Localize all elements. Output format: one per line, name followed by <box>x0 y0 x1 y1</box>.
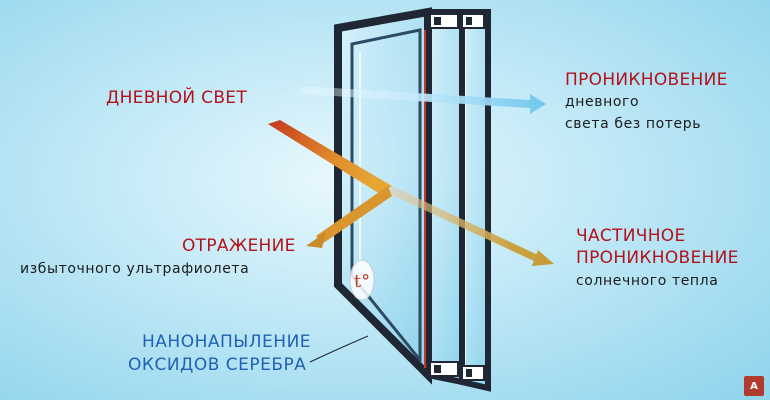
penetration-line1: дневного <box>565 94 640 110</box>
partial-sub: солнечного тепла <box>576 273 719 289</box>
penetration-line2: света без потерь <box>565 116 702 132</box>
partial-line2: ПРОНИКНОВЕНИЕ <box>576 248 739 268</box>
partial-line1: ЧАСТИЧНОЕ <box>576 226 686 246</box>
coating-pointer <box>309 335 369 363</box>
penetration-title: ПРОНИКНОВЕНИЕ <box>565 70 728 90</box>
coating-line2: ОКСИДОВ СЕРЕБРА <box>128 355 307 375</box>
watermark-logo: А <box>744 376 764 396</box>
daylight-label: ДНЕВНОЙ СВЕТ <box>106 88 248 108</box>
light-arrow <box>300 86 546 114</box>
reflection-title: ОТРАЖЕНИЕ <box>182 236 296 256</box>
spacer-frame-bottom <box>429 361 485 381</box>
thermometer-badge: t° <box>349 259 375 301</box>
middle-glass-pane <box>425 9 465 386</box>
spacer-frame-top <box>429 13 485 29</box>
back-glass-pane <box>459 9 491 392</box>
glass-badge-text: t° <box>354 271 370 292</box>
reflection-sub: избыточного ультрафиолета <box>20 261 250 277</box>
coating-line1: НАНОНАПЫЛЕНИЕ <box>142 332 312 352</box>
heat-arrow <box>268 120 554 266</box>
